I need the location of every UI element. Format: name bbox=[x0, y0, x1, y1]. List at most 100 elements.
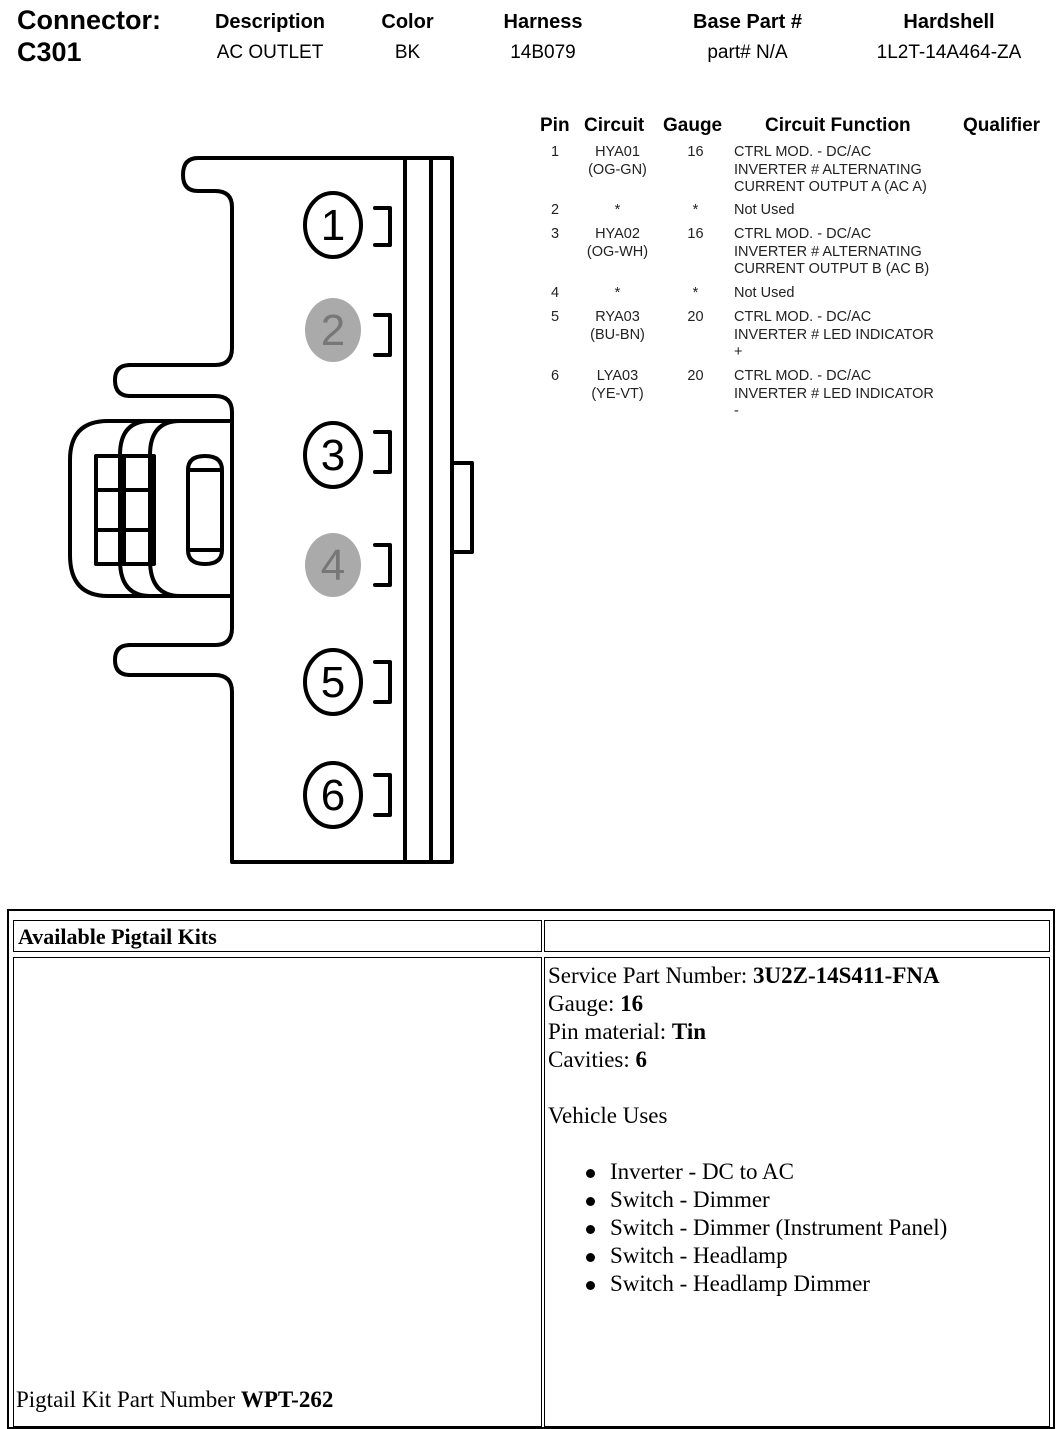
bullet-icon bbox=[586, 1225, 595, 1234]
circuit-function-col-header: Circuit Function bbox=[765, 115, 911, 136]
cavity-circle bbox=[303, 761, 363, 829]
pigtail-heading: Available Pigtail Kits bbox=[18, 924, 217, 949]
circuit-id: RYA03 bbox=[595, 309, 640, 325]
gauge-value: * bbox=[692, 202, 699, 218]
circuit-id: * bbox=[614, 202, 621, 218]
circuit-color: (OG-GN) bbox=[588, 161, 647, 178]
connector-id: C301 bbox=[17, 37, 82, 67]
header-description-label: Description bbox=[214, 11, 326, 33]
pin-number: 1 bbox=[550, 144, 560, 160]
circuit-function-line: INVERTER # LED INDICATOR bbox=[734, 385, 934, 402]
pin-material-line: Pin material: Tin bbox=[548, 1018, 947, 1046]
gauge-value: 20 bbox=[687, 368, 704, 384]
connector-face-diagram: 1 2 3 4 5 6 bbox=[68, 156, 474, 864]
vehicle-use-text: Switch - Headlamp Dimmer bbox=[610, 1271, 870, 1296]
gauge-value: 16 bbox=[620, 991, 644, 1016]
circuit-function-line: CURRENT OUTPUT B (AC B) bbox=[734, 261, 930, 277]
kit-part-label: Pigtail Kit Part Number bbox=[16, 1387, 241, 1412]
header-base-part-value: part# N/A bbox=[707, 42, 788, 63]
pigtail-kit-cell: Pigtail Kit Part Number WPT-262 bbox=[13, 957, 542, 1427]
pin-material-value: Tin bbox=[671, 1019, 707, 1044]
cavity-circle bbox=[305, 298, 361, 362]
gauge-line: Gauge: 16 bbox=[548, 990, 947, 1018]
pigtail-heading-cell: Available Pigtail Kits bbox=[13, 920, 542, 952]
cavity-circle bbox=[303, 421, 363, 489]
qualifier-col-header: Qualifier bbox=[963, 115, 1041, 136]
cavities-label: Cavities: bbox=[548, 1047, 636, 1072]
circuit-color: (BU-BN) bbox=[590, 326, 645, 343]
vehicle-use-item: Switch - Dimmer (Instrument Panel) bbox=[548, 1214, 947, 1242]
cavity-4: 4 bbox=[305, 533, 361, 597]
header-harness-label: Harness bbox=[503, 11, 583, 33]
kit-part-value: WPT-262 bbox=[240, 1387, 334, 1412]
pigtail-heading-empty-cell bbox=[544, 920, 1050, 952]
circuit-function-line: - bbox=[734, 403, 739, 419]
vehicle-use-text: Inverter - DC to AC bbox=[610, 1159, 794, 1184]
pin-material-label: Pin material: bbox=[548, 1019, 672, 1044]
cavity-6: 6 bbox=[303, 761, 363, 829]
vehicle-use-item: Switch - Dimmer bbox=[548, 1186, 947, 1214]
bullet-icon bbox=[586, 1253, 595, 1262]
gauge-value: 16 bbox=[687, 226, 704, 242]
cavity-number: 6 bbox=[321, 771, 345, 820]
circuit-function-line: + bbox=[734, 344, 743, 360]
circuit-function-line: Not Used bbox=[734, 285, 795, 301]
pin-number: 3 bbox=[550, 226, 560, 242]
circuit-id: LYA03 bbox=[596, 368, 639, 384]
pigtail-kit-table: Available Pigtail Kits Pigtail Kit Part … bbox=[7, 909, 1055, 1429]
header-color-value: BK bbox=[394, 42, 421, 63]
vehicle-use-text: Switch - Dimmer (Instrument Panel) bbox=[610, 1215, 948, 1240]
cavity-1: 1 bbox=[303, 191, 363, 259]
circuit-color: (YE-VT) bbox=[591, 385, 644, 402]
gauge-value: * bbox=[692, 285, 699, 301]
circuit-col-header: Circuit bbox=[584, 115, 645, 136]
gauge-col-header: Gauge bbox=[663, 115, 723, 136]
circuit-id: HYA02 bbox=[595, 226, 640, 242]
pin-number: 5 bbox=[550, 309, 560, 325]
circuit-function-line: INVERTER # ALTERNATING bbox=[734, 161, 922, 178]
cavity-5: 5 bbox=[303, 648, 363, 716]
bullet-icon bbox=[586, 1197, 595, 1206]
pin-col-header: Pin bbox=[540, 115, 570, 136]
vehicle-use-text: Switch - Headlamp bbox=[610, 1243, 788, 1268]
bullet-icon bbox=[586, 1169, 595, 1178]
circuit-function-line: INVERTER # ALTERNATING bbox=[734, 243, 922, 260]
cavity-3: 3 bbox=[303, 421, 363, 489]
cavities-line: Cavities: 6 bbox=[548, 1046, 947, 1074]
cavity-2: 2 bbox=[305, 298, 361, 362]
header-description-value: AC OUTLET bbox=[216, 42, 324, 63]
cavity-number: 2 bbox=[321, 306, 345, 355]
gauge-value: 20 bbox=[687, 309, 704, 325]
housing-outline bbox=[113, 156, 454, 864]
circuit-color: (OG-WH) bbox=[586, 243, 649, 260]
vehicle-use-item: Switch - Headlamp Dimmer bbox=[548, 1270, 947, 1298]
service-part-value: 3U2Z-14S411-FNA bbox=[753, 963, 940, 988]
service-part-line: Service Part Number: 3U2Z-14S411-FNA bbox=[548, 962, 947, 990]
header-hardshell-value: 1L2T-14A464-ZA bbox=[876, 42, 1022, 63]
bullet-icon bbox=[586, 1281, 595, 1290]
pin-number: 2 bbox=[550, 202, 560, 218]
header-hardshell-label: Hardshell bbox=[903, 11, 995, 33]
cavities-value: 6 bbox=[635, 1047, 648, 1072]
pigtail-details: Service Part Number: 3U2Z-14S411-FNA Gau… bbox=[548, 962, 947, 1298]
circuit-function-line: CTRL MOD. - DC/AC bbox=[734, 368, 872, 384]
cavity-number: 3 bbox=[321, 431, 345, 480]
vehicle-use-item: Switch - Headlamp bbox=[548, 1242, 947, 1270]
service-part-label: Service Part Number: bbox=[548, 963, 754, 988]
pin-number: 4 bbox=[550, 285, 560, 301]
cavity-circle bbox=[303, 648, 363, 716]
cavity-number: 4 bbox=[321, 541, 345, 590]
vehicle-use-item: Inverter - DC to AC bbox=[548, 1158, 947, 1186]
cavity-circle bbox=[303, 191, 363, 259]
header-harness-value: 14B079 bbox=[510, 42, 576, 63]
cavity-circle bbox=[305, 533, 361, 597]
circuit-function-line: CTRL MOD. - DC/AC bbox=[734, 226, 872, 242]
connector-label: Connector: bbox=[17, 5, 161, 35]
circuit-function-line: CURRENT OUTPUT A (AC A) bbox=[734, 179, 927, 195]
pigtail-details-cell: Service Part Number: 3U2Z-14S411-FNA Gau… bbox=[544, 957, 1050, 1427]
gauge-value: 16 bbox=[687, 144, 704, 160]
circuit-function-line: INVERTER # LED INDICATOR bbox=[734, 326, 934, 343]
gauge-label: Gauge: bbox=[548, 991, 621, 1016]
vehicle-uses-heading: Vehicle Uses bbox=[548, 1103, 668, 1128]
